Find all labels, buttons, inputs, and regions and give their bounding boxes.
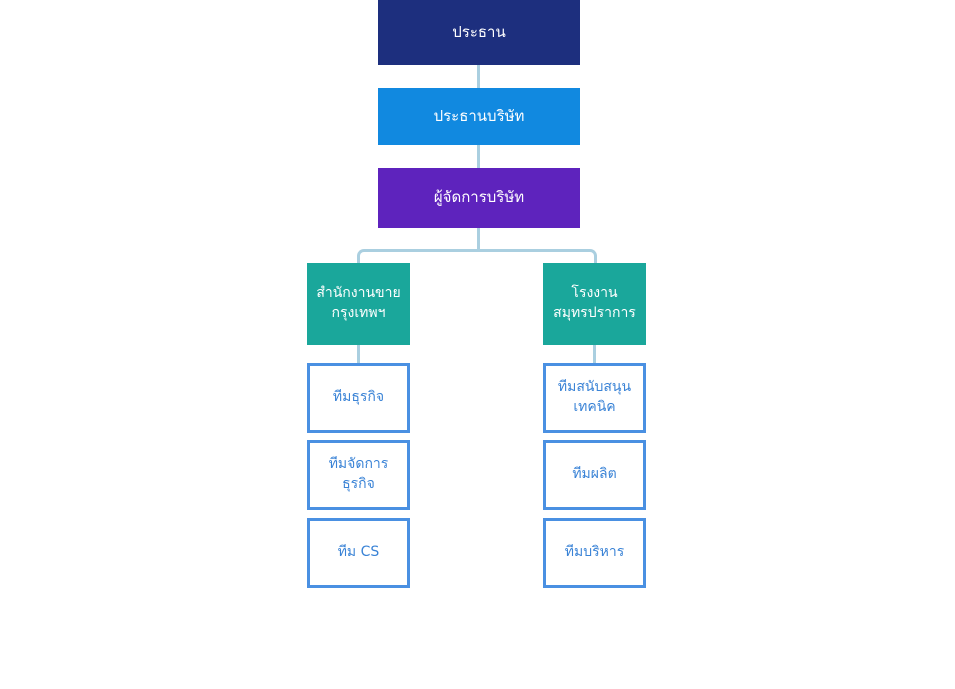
connector-president-to-manager (477, 145, 480, 168)
connector-sales-office-to-business-team (357, 345, 360, 363)
connector-elbow-to-factory (477, 249, 597, 266)
node-cs-team-label: ทีม CS (337, 544, 380, 561)
node-business-team[interactable]: ทีมธุรกิจ (307, 363, 410, 433)
node-chairman-label: ประธาน (452, 22, 506, 41)
node-administration-team-label: ทีมบริหาร (564, 544, 625, 561)
node-manager[interactable]: ผู้จัดการบริษัท (378, 168, 580, 228)
node-production-team[interactable]: ทีมผลิต (543, 440, 646, 510)
node-cs-team[interactable]: ทีม CS (307, 518, 410, 588)
node-technical-support-team-label: ทีมสนับสนุน เทคนิค (557, 379, 632, 415)
node-sales-office-label: สำนักงานขาย กรุงเทพฯ (316, 285, 401, 321)
connector-elbow-to-sales-office (357, 249, 481, 266)
node-technical-support-team[interactable]: ทีมสนับสนุน เทคนิค (543, 363, 646, 433)
node-manager-label: ผู้จัดการบริษัท (433, 188, 525, 207)
node-president[interactable]: ประธานบริษัท (378, 88, 580, 145)
connector-manager-trunk (477, 228, 480, 249)
node-business-management-team[interactable]: ทีมจัดการ ธุรกิจ (307, 440, 410, 510)
connector-factory-to-tech-support (593, 345, 596, 363)
node-administration-team[interactable]: ทีมบริหาร (543, 518, 646, 588)
node-production-team-label: ทีมผลิต (572, 466, 617, 483)
node-chairman[interactable]: ประธาน (378, 0, 580, 65)
node-sales-office[interactable]: สำนักงานขาย กรุงเทพฯ (307, 263, 410, 345)
node-business-team-label: ทีมธุรกิจ (332, 389, 385, 406)
node-business-management-team-label: ทีมจัดการ ธุรกิจ (328, 456, 389, 492)
node-factory-label: โรงงาน สมุทรปราการ (553, 285, 636, 321)
connector-chairman-to-president (477, 65, 480, 88)
node-factory[interactable]: โรงงาน สมุทรปราการ (543, 263, 646, 345)
node-president-label: ประธานบริษัท (433, 106, 525, 125)
